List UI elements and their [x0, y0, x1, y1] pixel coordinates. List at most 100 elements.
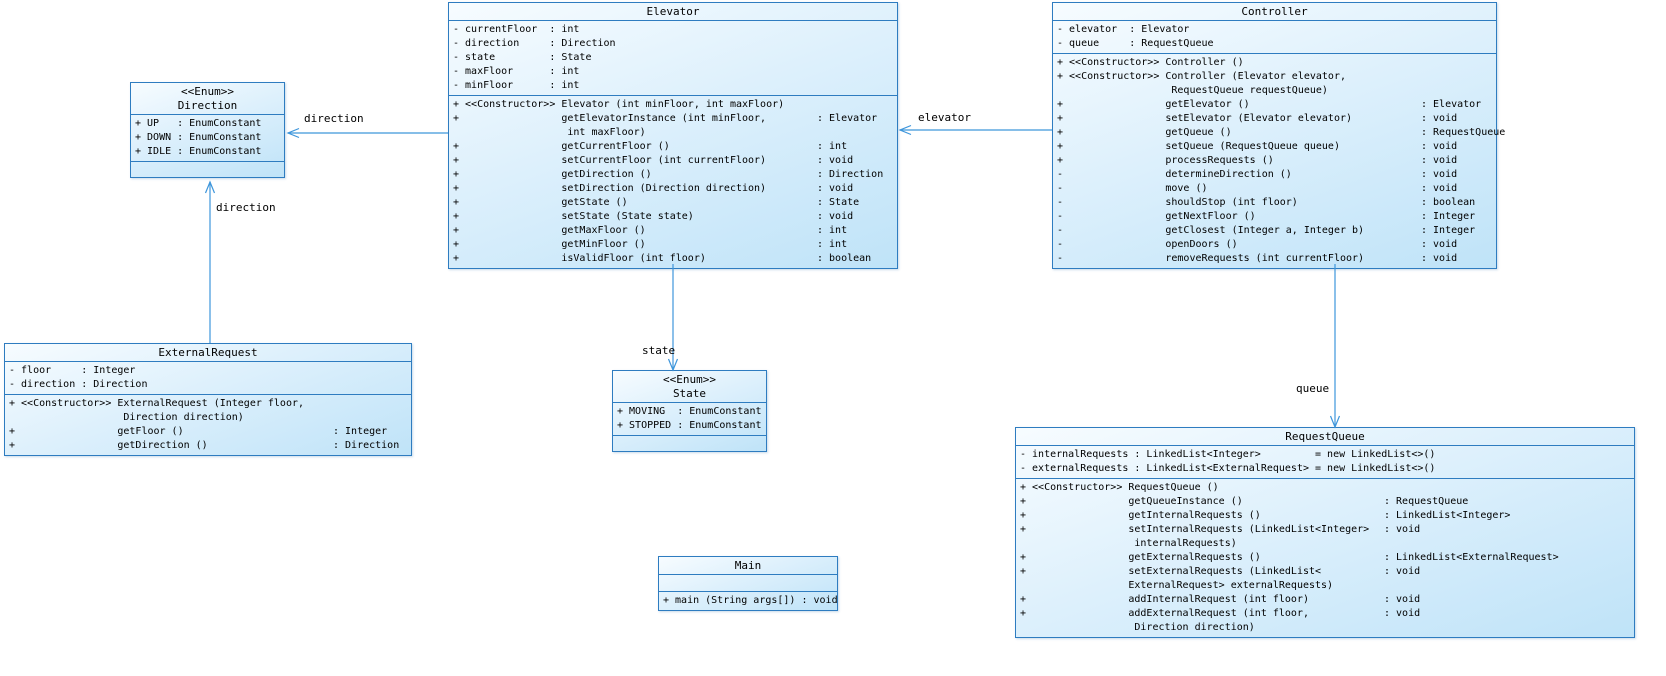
method-return-type: : int [817, 141, 848, 152]
class-box-external-request[interactable]: ExternalRequest - floor : Integer- direct… [4, 343, 412, 456]
method-return-type: : Integer [1421, 211, 1476, 222]
method-signature: + getElevatorInstance (int minFloor, int… [453, 113, 767, 138]
method-return-type: : RequestQueue [1421, 127, 1506, 138]
method-row: + setState (State state): void [449, 210, 897, 224]
method-signature: + getQueue () [1057, 127, 1232, 138]
method-row: + getFloor (): Integer [5, 425, 411, 439]
class-name: ExternalRequest [158, 346, 258, 359]
method-signature: + <<Constructor>> Elevator (int minFloor… [453, 99, 785, 110]
method-row: + getState () : State [449, 196, 897, 210]
method-return-type: : RequestQueue [1384, 496, 1469, 507]
methods-compartment: + main (String args[]) : void [659, 591, 838, 610]
class-name: Main [734, 559, 762, 572]
method-row: + addInternalRequest (int floor): void [1016, 593, 1634, 607]
methods-compartment [613, 435, 766, 451]
method-signature: + <<Constructor>> ExternalRequest (Integ… [9, 398, 305, 423]
method-signature: + getExternalRequests () [1020, 552, 1261, 563]
method-row: + <<Constructor>> Controller () [1053, 56, 1496, 70]
attribute-row: - queue : RequestQueue [1057, 38, 1214, 49]
class-box-main[interactable]: Main + main (String args[]) : void [658, 556, 838, 611]
method-row: + setDirection (Direction direction): vo… [449, 182, 897, 196]
edge-label-elevator-state: state [642, 344, 676, 357]
attributes-compartment [659, 575, 837, 591]
method-return-type: : void [1421, 239, 1458, 250]
edge-label-controller-elevator: elevator [918, 111, 971, 124]
method-signature: + setCurrentFloor (int currentFloor) [453, 155, 767, 166]
stereotype-label: <<Enum>> [181, 85, 234, 98]
method-row: + getMinFloor (): int [449, 238, 897, 252]
method-return-type: : Integer [1421, 225, 1476, 236]
method-row: + setElevator (Elevator elevator) : void [1053, 112, 1496, 126]
method-signature: + setInternalRequests (LinkedList<Intege… [1020, 524, 1370, 549]
methods-compartment: + <<Constructor>> Controller ()+ <<Const… [1053, 53, 1505, 268]
method-return-type: : void [1384, 524, 1421, 535]
method-return-type: : boolean [817, 253, 872, 264]
attribute-row: - currentFloor : int [453, 24, 580, 35]
method-signature: + getDirection () [9, 440, 208, 451]
class-box-request-queue[interactable]: RequestQueue- internalRequests : LinkedL… [1015, 427, 1635, 638]
method-signature: + getMaxFloor () [453, 225, 646, 236]
method-row: - getClosest (Integer a, Integer b) : Int… [1053, 224, 1496, 238]
methods-compartment [131, 161, 284, 177]
method-row: + addExternalRequest (int floor, Directi… [1016, 607, 1634, 635]
attributes-compartment: - internalRequests : LinkedList<Integer>… [1016, 446, 1634, 478]
method-return-type: : LinkedList<ExternalRequest> [1384, 552, 1559, 563]
class-box-direction[interactable]: <<Enum>>Direction+ UP : EnumConstant+ DO… [130, 82, 285, 178]
attributes-compartment: - floor : Integer- direction : Direction [5, 362, 411, 394]
attribute-row: + STOPPED : EnumConstant [617, 420, 762, 431]
attribute-row: - internalRequests : LinkedList<Integer>… [1020, 449, 1436, 460]
method-signature: + setElevator (Elevator elevator) [1057, 113, 1353, 124]
method-signature: + getElevator () [1057, 99, 1250, 110]
attribute-row: - direction : Direction [453, 38, 616, 49]
method-signature: + processRequests () [1057, 155, 1274, 166]
method-signature: + getState () [453, 197, 628, 208]
method-row: + setQueue (RequestQueue queue): void [1053, 140, 1496, 154]
method-return-type: : void [1421, 113, 1458, 124]
method-row: + setInternalRequests (LinkedList<Intege… [1016, 523, 1634, 551]
attribute-row: - elevator : Elevator [1057, 24, 1190, 35]
method-row: - openDoors (): void [1053, 238, 1496, 252]
edge-label-controller-queue: queue [1296, 382, 1330, 395]
method-row: - getNextFloor () : Integer [1053, 210, 1496, 224]
method-signature: + getInternalRequests () [1020, 510, 1261, 521]
method-signature: - getNextFloor () [1057, 211, 1256, 222]
method-return-type: : void [1384, 566, 1421, 577]
method-signature: + getCurrentFloor () [453, 141, 670, 152]
class-title-main: Main [659, 557, 837, 575]
method-signature: - determineDirection () [1057, 169, 1292, 180]
method-return-type: : State [817, 197, 860, 208]
method-return-type: : void [1421, 141, 1458, 152]
method-row: + getQueue () : RequestQueue [1053, 126, 1505, 140]
stereotype-label: <<Enum>> [663, 373, 716, 386]
attribute-row: - maxFloor : int [453, 66, 580, 77]
method-signature: + setState (State state) [453, 211, 694, 222]
attribute-row: + UP : EnumConstant [135, 118, 262, 129]
method-return-type: : LinkedList<Integer> [1384, 510, 1511, 521]
method-signature: + <<Constructor>> Controller () [1057, 57, 1244, 68]
method-row: + setExternalRequests (LinkedList< Exter… [1016, 565, 1634, 593]
method-signature: + getDirection () [453, 169, 652, 180]
attributes-compartment: + UP : EnumConstant+ DOWN : EnumConstant… [131, 115, 284, 161]
attribute-row: - minFloor : int [453, 80, 580, 91]
method-signature: + setExternalRequests (LinkedList< Exter… [1020, 566, 1334, 591]
method-return-type: : void [1421, 169, 1458, 180]
method-signature: - move () [1057, 183, 1208, 194]
edge-label-externalrequest-direction: direction [216, 201, 276, 214]
edge-elevator-state-arrowhead-icon [667, 358, 679, 372]
method-return-type: : void [1421, 253, 1458, 264]
class-title-elevator: Elevator [449, 3, 897, 21]
class-title-state: <<Enum>>State [613, 371, 766, 403]
class-box-controller[interactable]: Controller- elevator : Elevator- queue :… [1052, 2, 1505, 269]
method-row: + <<Constructor>> ExternalRequest (Integ… [5, 397, 411, 425]
method-return-type: : int [817, 225, 848, 236]
method-signature: - getClosest (Integer a, Integer b) [1057, 225, 1365, 236]
method-signature: + addInternalRequest (int floor) [1020, 594, 1309, 605]
class-box-state[interactable]: <<Enum>>State+ MOVING : EnumConstant+ ST… [612, 370, 767, 452]
class-name: State [672, 387, 707, 400]
edge-controller-queue-arrowhead-icon [1329, 415, 1341, 429]
class-box-elevator[interactable]: Elevator - currentFloor : int - direction … [448, 2, 898, 269]
methods-compartment: + <<Constructor>> ExternalRequest (Integ… [5, 394, 411, 455]
methods-compartment: + <<Constructor>> Elevator (int minFloor… [449, 95, 897, 268]
method-signature: + getQueueInstance () [1020, 496, 1243, 507]
